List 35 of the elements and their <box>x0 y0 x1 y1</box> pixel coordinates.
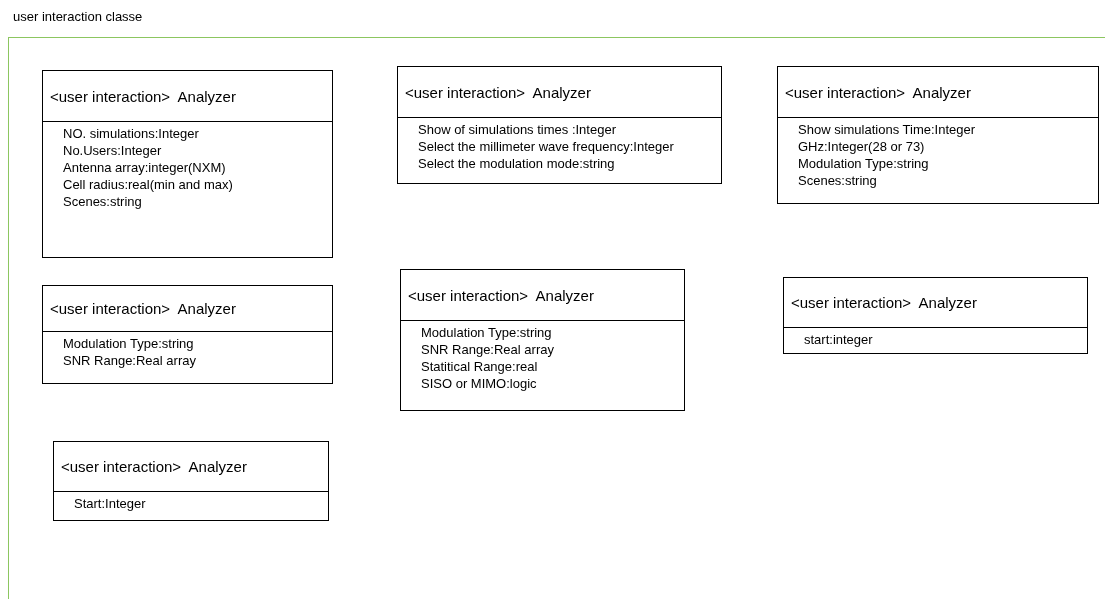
class-attribute: Statitical Range:real <box>421 358 538 375</box>
class-name: <user interaction> Analyzer <box>408 286 594 304</box>
class-name: <user interaction> Analyzer <box>791 294 977 311</box>
frame-title: user interaction classe <box>13 9 143 24</box>
class-attribute: Scenes:string <box>63 193 142 210</box>
class-box <box>53 441 329 521</box>
class-box <box>42 70 333 258</box>
class-attribute: SNR Range:Real array <box>63 352 196 369</box>
class-attribute: Show of simulations times :Integer <box>418 121 616 138</box>
class-name: <user interaction> Analyzer <box>785 83 971 101</box>
class-box <box>397 66 722 184</box>
class-attribute: No.Users:Integer <box>63 142 162 159</box>
class-attribute: Scenes:string <box>798 172 877 189</box>
class-attribute: GHz:Integer(28 or 73) <box>798 138 925 155</box>
class-attribute: NO. simulations:Integer <box>63 125 199 142</box>
class-attribute: Modulation Type:string <box>798 155 929 172</box>
class-name: <user interaction> Analyzer <box>50 87 236 105</box>
class-name: <user interaction> Analyzer <box>50 300 236 317</box>
class-box <box>777 66 1099 204</box>
class-attribute: start:integer <box>804 331 873 348</box>
class-attribute: Modulation Type:string <box>421 324 552 341</box>
class-attribute: Start:Integer <box>74 495 146 512</box>
class-box <box>783 277 1088 354</box>
class-attribute: Select the modulation mode:string <box>418 155 615 172</box>
class-name: <user interaction> Analyzer <box>405 83 591 101</box>
class-attribute: Show simulations Time:Integer <box>798 121 976 138</box>
class-attribute: Modulation Type:string <box>63 335 194 352</box>
class-box <box>42 285 333 384</box>
class-attribute: Cell radius:real(min and max) <box>63 176 233 193</box>
class-attribute: Select the millimeter wave frequency:Integer <box>418 138 674 155</box>
class-attribute: Antenna array:integer(NXM) <box>63 159 226 176</box>
class-name: <user interaction> Analyzer <box>61 458 247 475</box>
class-attribute: SISO or MIMO:logic <box>421 375 537 392</box>
class-attribute: SNR Range:Real array <box>421 341 554 358</box>
class-box <box>400 269 685 411</box>
